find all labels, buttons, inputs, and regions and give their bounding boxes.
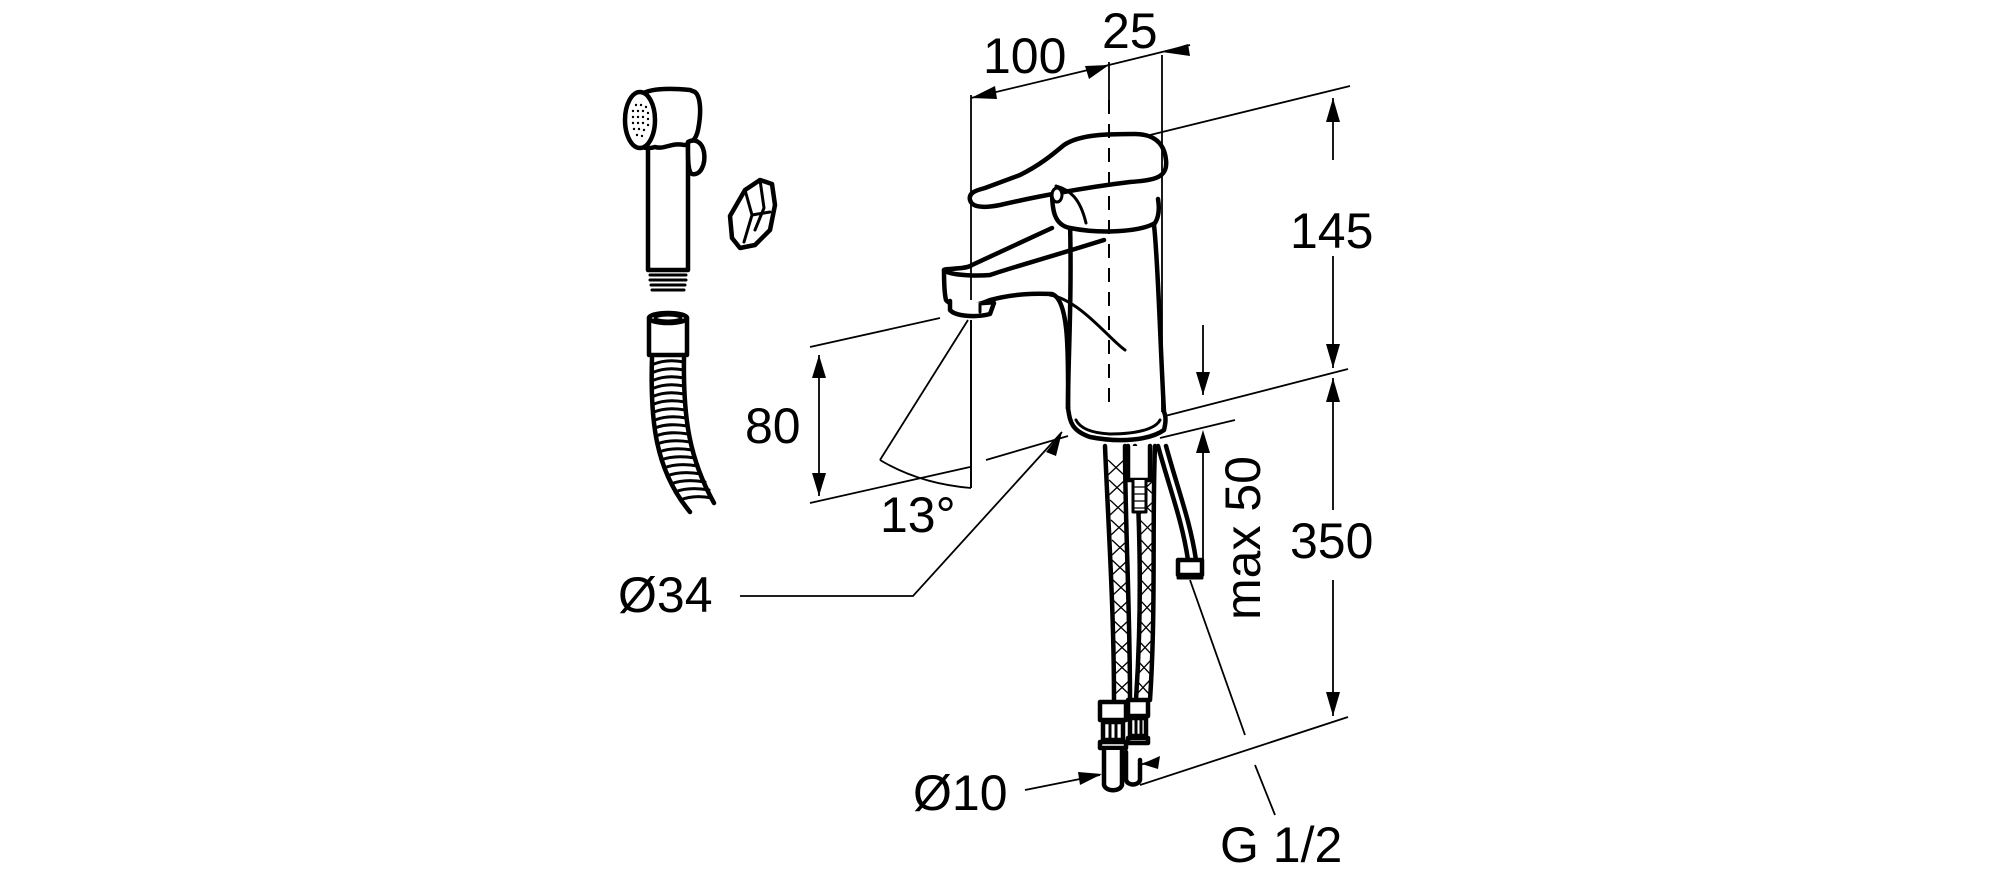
basin-mixer-icon <box>941 100 1169 443</box>
supply-hoses-icon <box>1097 443 1205 793</box>
wall-bracket-icon <box>727 177 778 251</box>
shower-hose-icon <box>646 310 717 515</box>
dimension-angle-13: 13° <box>880 487 956 543</box>
hand-shower-icon <box>622 86 707 292</box>
dimension-80: 80 <box>745 398 801 454</box>
dimension-145: 145 <box>1290 203 1373 259</box>
spray-nozzles <box>631 103 650 138</box>
dimension-lines <box>740 44 1351 816</box>
dimension-labels: 100 25 145 80 13° 350 Ø34 Ø10 G 1/2 max … <box>618 3 1373 873</box>
dimension-max-50: max 50 <box>1215 456 1271 620</box>
dimension-100: 100 <box>983 28 1066 84</box>
dimension-25: 25 <box>1102 3 1158 59</box>
dimension-arrows <box>812 44 1340 785</box>
dimension-thread-g12: G 1/2 <box>1220 817 1342 873</box>
dimension-dia10: Ø10 <box>913 765 1008 821</box>
dimension-dia34: Ø34 <box>618 567 713 623</box>
dimension-350: 350 <box>1290 513 1373 569</box>
